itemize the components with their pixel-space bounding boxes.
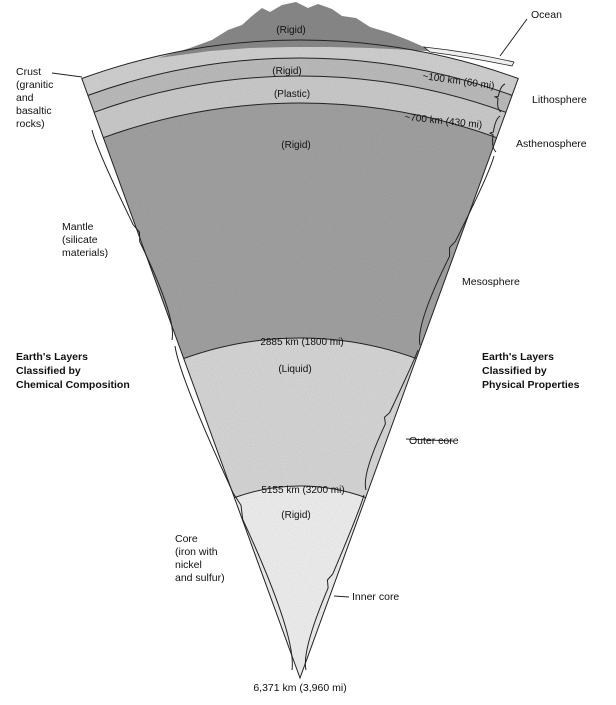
chemical-composition-heading: Earth's Layers Classified by Chemical Co… [16,351,130,391]
ocean-leader [500,19,527,56]
svg-text:(granitic: (granitic [16,79,53,91]
mesosphere-rigid-label: (Rigid) [281,140,310,151]
svg-text:Classified by: Classified by [482,365,547,377]
crust-label: Crust (granitic and basaltic rocks) [16,66,53,130]
outer-core-liquid-label: (Liquid) [278,364,311,375]
ocean-label: Ocean [531,9,562,21]
svg-text:Earth's Layers: Earth's Layers [482,351,554,363]
svg-text:(iron with: (iron with [175,546,218,558]
depth-2885-label: 2885 km (1800 mi) [260,337,343,348]
crust-leader [52,73,82,77]
svg-text:Physical Properties: Physical Properties [482,379,580,391]
inner-core-rigid-label: (Rigid) [281,510,310,521]
outer-core-label: Outer core [409,435,459,447]
svg-text:Earth's Layers: Earth's Layers [16,351,88,363]
svg-text:basaltic: basaltic [16,105,52,117]
mantle-label: Mantle (silicate materials) [62,221,108,259]
inner-core-leader [334,596,349,597]
outer-core-band [184,338,417,498]
svg-text:Crust: Crust [16,66,41,78]
mesosphere-label: Mesosphere [462,276,520,288]
svg-text:and sulfur): and sulfur) [175,572,225,584]
asthenosphere-label: Asthenosphere [516,138,587,150]
svg-text:Classified by: Classified by [16,365,81,377]
lithosphere-label: Lithosphere [532,94,587,106]
lithosphere-rigid-label: (Rigid) [272,66,301,77]
svg-text:and: and [16,92,34,104]
svg-text:nickel: nickel [175,559,202,571]
svg-text:Chemical Composition: Chemical Composition [16,379,130,391]
svg-text:Mantle: Mantle [62,221,94,233]
svg-text:Core: Core [175,533,198,545]
inner-core-label: Inner core [352,591,399,603]
depth-6371-label: 6,371 km (3,960 mi) [253,682,346,694]
physical-properties-heading: Earth's Layers Classified by Physical Pr… [482,351,580,391]
svg-text:materials): materials) [62,247,108,259]
core-label: Core (iron with nickel and sulfur) [175,533,225,584]
svg-text:(silicate: (silicate [62,234,98,246]
svg-text:rocks): rocks) [16,118,45,130]
mountains-rigid-label: (Rigid) [276,25,305,36]
depth-5155-label: 5155 km (3200 mi) [261,485,344,496]
asthenosphere-plastic-label: (Plastic) [274,89,310,100]
